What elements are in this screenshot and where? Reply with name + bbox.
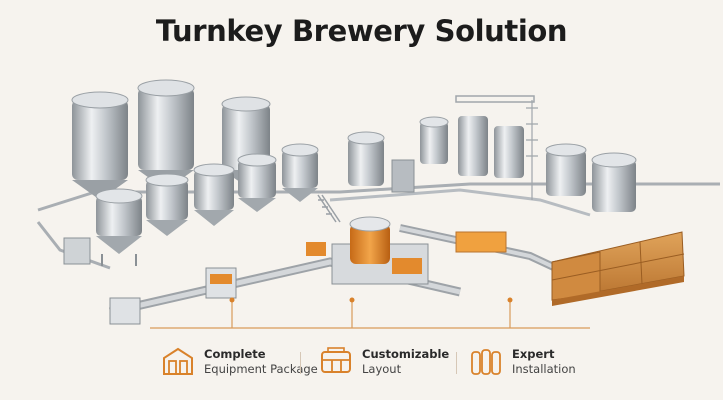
feature-customizable-layout: Customizable Layout: [318, 340, 449, 384]
fermenter-row: [95, 143, 319, 266]
feature-list: Complete Equipment Package Customizable …: [0, 340, 723, 390]
page-title: Turnkey Brewery Solution: [155, 14, 568, 48]
feature-separator: [456, 352, 457, 374]
tanks-icon: [471, 349, 501, 375]
amber-kettle: [331, 216, 429, 285]
feature-line2: Equipment Package: [204, 362, 318, 376]
feature-line2: Layout: [362, 362, 402, 376]
feature-complete-equipment: Complete Equipment Package: [160, 340, 318, 384]
layout-icon: [321, 347, 351, 373]
feature-line1: Customizable: [362, 347, 450, 361]
bright-tanks: [545, 143, 637, 212]
feature-line2: Installation: [512, 362, 576, 376]
pallets: [551, 231, 685, 306]
feature-line1: Expert: [512, 347, 555, 361]
feature-expert-installation: Expert Installation: [468, 340, 576, 384]
brewhouse-tanks: [347, 95, 538, 200]
feature-separator: [300, 352, 301, 374]
feature-line1: Complete: [204, 347, 266, 361]
brewhouse-icon: [163, 347, 193, 375]
